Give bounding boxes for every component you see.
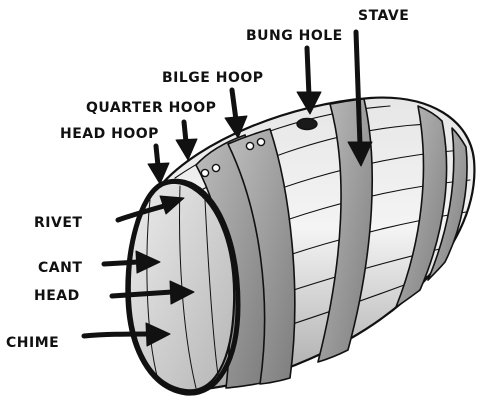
body-hoop-3 [317,98,373,363]
head-hoop-ring [125,178,241,396]
label-arrows [81,29,373,347]
body-hoop-5 [427,127,468,281]
head-arrow [109,280,195,305]
label-cant: CANT [38,260,82,276]
label-bung-hole: BUNG HOLE [246,28,343,44]
body-hoop-4 [395,105,448,308]
stave-arrow [347,29,373,167]
body-hoop-2 [227,128,296,385]
label-rivet: RIVET [34,215,82,231]
head-hoop-arrow [147,143,170,185]
quarter-hoop-arrow [175,119,198,161]
label-head-hoop: HEAD HOOP [60,126,159,142]
rivet-arrow [115,195,185,223]
hoop-rivets [169,137,266,194]
label-chime: CHIME [6,335,59,351]
label-bilge-hoop: BILGE HOOP [162,70,264,86]
bilge-hoop-arrow [224,87,248,139]
label-stave: STAVE [358,8,409,24]
bung-hole [296,117,318,131]
chime-arrow [81,322,171,347]
cant-arrow [101,250,161,274]
label-head: HEAD [34,288,80,304]
labels: BUNG HOLE STAVE BILGE HOOP QUARTER HOOP … [6,8,409,351]
label-quarter-hoop: QUARTER HOOP [86,100,216,116]
bung-hole-arrow [296,45,322,115]
